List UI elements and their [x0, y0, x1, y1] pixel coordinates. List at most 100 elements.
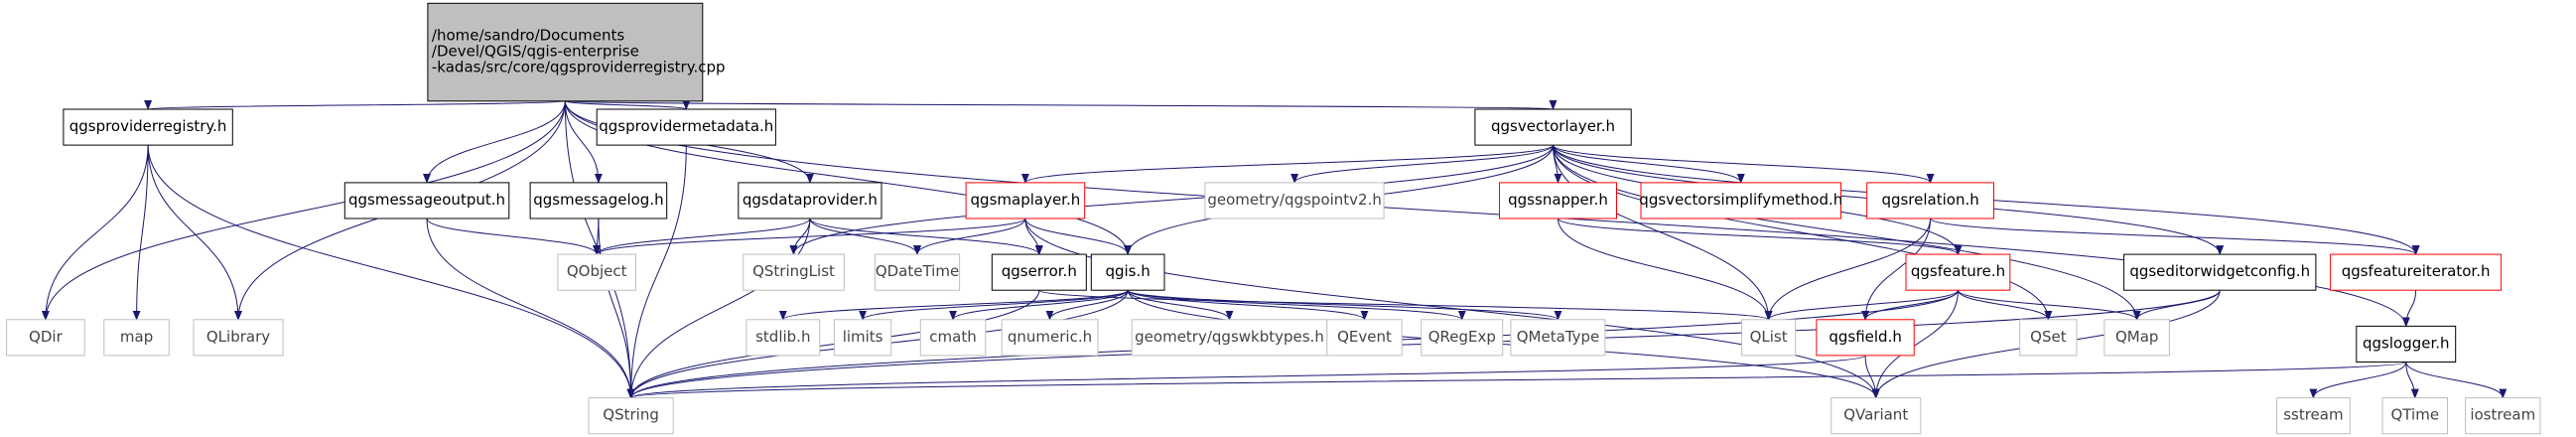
edge-qgsdataprovider-h-to-QDateTime	[809, 218, 921, 256]
node-QDir: QDir	[6, 319, 85, 357]
node-qgsfeatureiterator-h[interactable]: qgsfeatureiterator.h	[2330, 253, 2503, 291]
edge-qgseditorwidgetconfig-h-to-QMap	[2132, 290, 2221, 321]
node-qgsfeature-h[interactable]: qgsfeature.h	[1905, 253, 2011, 291]
node-label: QLibrary	[206, 328, 270, 346]
node-label: qgsmessagelog.h	[533, 191, 663, 209]
edge-qgsmessagelog-h-to-QString	[598, 218, 635, 399]
node-QMap: QMap	[2103, 319, 2170, 357]
node-label: geometry/qgswkbtypes.h	[1135, 328, 1324, 346]
edge-qgserror-h-to-QList	[1038, 289, 1773, 321]
edge-qgsmaplayer-h-to-qgis-h	[1024, 218, 1133, 256]
edge-qgsfeature-h-to-QList	[1764, 289, 1959, 321]
node-box	[529, 182, 668, 219]
node-box	[63, 108, 233, 146]
edge-qgslogger-h-to-iostream	[2405, 362, 2508, 399]
node-box	[103, 319, 170, 357]
edge-qgsvectorlayer-h-to-QSet	[1553, 145, 2053, 321]
node-qgis-h[interactable]: qgis.h	[1090, 253, 1165, 291]
node-QEvent: QEvent	[1326, 319, 1403, 357]
node-cmath: cmath	[919, 319, 987, 357]
edge-qgsmessageoutput-h-to-QString	[426, 218, 635, 399]
node-label: QStringList	[752, 262, 835, 280]
node-qgsvectorsimplifymethod-h[interactable]: qgsvectorsimplifymethod.h	[1639, 182, 1842, 219]
node-box	[1421, 319, 1504, 357]
node-qgsproviderregistry-h[interactable]: qgsproviderregistry.h	[63, 108, 233, 146]
edge-qgssnapper-h-to-qgsfeature-h	[1558, 218, 1963, 256]
node-label: QSet	[2030, 328, 2067, 346]
node-box	[427, 2, 704, 102]
edge-qgsrelation-h-to-qgsfeatureiterator-h	[1930, 218, 2420, 256]
node-sstream: sstream	[2276, 397, 2351, 435]
node-label: qgseditorwidgetconfig.h	[2129, 262, 2310, 280]
node-limits: limits	[833, 319, 892, 357]
node-box	[1090, 253, 1165, 291]
node-qgserror-h[interactable]: qgserror.h	[991, 253, 1087, 291]
node-qgsmessageoutput-h[interactable]: qgsmessageoutput.h	[343, 182, 510, 219]
edge-qgsdataprovider-h-to-QObject	[593, 218, 811, 256]
node-label: sstream	[2283, 406, 2343, 424]
node-label: qgslogger.h	[2363, 334, 2450, 352]
node-qgsdataprovider-h[interactable]: qgsdataprovider.h	[738, 182, 882, 219]
edge-qgsrelation-h-to-QList	[1764, 218, 1932, 321]
node-box	[596, 108, 776, 146]
node-box	[991, 253, 1087, 291]
edge-qgsvectorlayer-h-to-QList	[1553, 145, 1773, 321]
node-label: cmath	[929, 328, 976, 346]
edge-qgsvectorlayer-h-to-qgsrelation-h	[1553, 144, 1935, 184]
edge-qgslogger-h-to-sstream	[2309, 362, 2407, 399]
node-label: stdlib.h	[755, 328, 810, 346]
node-box	[343, 182, 510, 219]
edge-qgsmaplayer-h-to-QObject	[593, 218, 1026, 256]
node-box	[743, 253, 845, 291]
node-qgsvectorlayer-h[interactable]: qgsvectorlayer.h	[1474, 108, 1632, 146]
node-qgssnapper-h[interactable]: qgssnapper.h	[1499, 182, 1617, 219]
edge-qgssnapper-h-to-QList	[1558, 218, 1773, 321]
node-qgseditorwidgetconfig-h[interactable]: qgseditorwidgetconfig.h	[2123, 253, 2317, 291]
node-box	[833, 319, 892, 357]
node-qgsmaplayer-h[interactable]: qgsmaplayer.h	[965, 182, 1086, 219]
node-QDateTime: QDateTime	[874, 253, 961, 291]
node-label: -kadas/src/core/qgsproviderregistry.cpp	[432, 59, 726, 76]
node-label: qgsrelation.h	[1881, 191, 1978, 209]
node-qgsmessagelog-h[interactable]: qgsmessagelog.h	[529, 182, 668, 219]
edge-qgsvectorlayer-h-to-QMap	[1553, 145, 2141, 321]
node-QStringList: QStringList	[743, 253, 845, 291]
node-box	[1204, 182, 1385, 219]
edge-qgsdataprovider-h-to-qgserror-h	[809, 218, 1043, 256]
node-label: QList	[1750, 328, 1788, 346]
edge-qgsproviderregistry-h-to-QString	[147, 145, 635, 399]
edge-root-to-QDir	[41, 100, 566, 321]
node-qgslogger-h[interactable]: qgslogger.h	[2356, 325, 2457, 363]
node-box	[2123, 253, 2317, 291]
node-label: QRegExp	[1428, 328, 1496, 346]
node-label: /home/sandro/Documents	[432, 27, 624, 45]
node-qgsprovidermetadata-h[interactable]: qgsprovidermetadata.h	[596, 108, 776, 146]
edge-qgsmaplayer-h-to-QDateTime	[913, 218, 1026, 256]
edge-qgis-h-to-stdlib-h	[779, 289, 1129, 321]
node-label: QDir	[29, 328, 64, 346]
node-qgsfield-h[interactable]: qgsfield.h	[1816, 319, 1915, 357]
node-box	[1816, 319, 1915, 357]
edge-qgsmaplayer-h-to-QVariant	[1024, 218, 1880, 399]
edge-qgsmessageoutput-h-to-QObject	[426, 218, 602, 256]
edge-qgis-h-to-qnumeric-h	[1045, 290, 1129, 321]
node-label: qgsmessageoutput.h	[348, 191, 505, 209]
node-box	[2019, 319, 2078, 357]
node-QMetaType: QMetaType	[1510, 319, 1606, 357]
node-qgsrelation-h[interactable]: qgsrelation.h	[1866, 182, 1994, 219]
node-QSet: QSet	[2019, 319, 2078, 357]
node-QTime: QTime	[2381, 397, 2448, 435]
node-box	[1131, 319, 1328, 357]
node-root[interactable]: /home/sandro/Documents/Devel/QGIS/qgis-e…	[427, 2, 726, 102]
node-box	[965, 182, 1086, 219]
edge-qgsfeature-h-to-qgsfield-h	[1861, 290, 1959, 321]
node-box	[557, 253, 637, 291]
node-label: iostream	[2470, 406, 2535, 424]
node-QLibrary: QLibrary	[193, 319, 284, 357]
node-box	[1866, 182, 1994, 219]
node-label: QObject	[567, 262, 627, 280]
node-QVariant: QVariant	[1830, 397, 1922, 435]
node-box	[1741, 319, 1797, 357]
node-qnumeric-h: qnumeric.h	[1001, 319, 1099, 357]
